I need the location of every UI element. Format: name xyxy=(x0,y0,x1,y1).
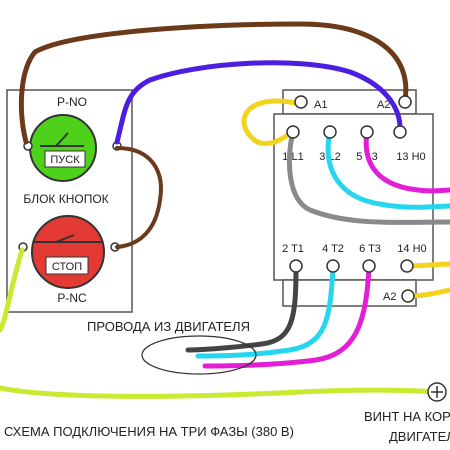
magenta-wire-l3 xyxy=(363,129,450,194)
start-contact-label: P-NO xyxy=(57,95,87,109)
terminal-a2-top xyxy=(398,95,412,109)
terminal-4-t2 xyxy=(326,259,340,273)
terminal-label-14-h0-bottom: 14 H0 xyxy=(397,243,426,255)
start-label-plate xyxy=(44,150,86,168)
yellow-green-ground-wire xyxy=(0,247,25,333)
start-button-label: ПУСК xyxy=(50,154,80,166)
purple-wire xyxy=(114,60,403,145)
cyan-wire-l2 xyxy=(325,129,450,210)
stop-button[interactable] xyxy=(31,215,105,289)
terminal-2-t1 xyxy=(289,259,303,273)
dark-motor-wire xyxy=(185,265,299,353)
start-button[interactable] xyxy=(29,114,97,182)
stop-switch-blade xyxy=(55,234,75,243)
coil-a1-label: A1 xyxy=(314,99,327,111)
terminal-1-l1 xyxy=(286,125,300,139)
yellow-wire-coil xyxy=(241,98,303,146)
brown-wire-top xyxy=(18,21,409,145)
motor-wires-ellipse xyxy=(141,335,257,375)
terminal-5-l3 xyxy=(360,125,374,139)
contactor-bottom-module xyxy=(282,279,417,307)
terminal-label-6-t3: 6 T3 xyxy=(359,243,381,255)
stop-contact-label: P-NC xyxy=(57,291,87,305)
terminal-6-t3 xyxy=(362,259,376,273)
terminal-label-4-t2: 4 T2 xyxy=(322,243,344,255)
terminal-a2-bottom xyxy=(401,289,415,303)
diagram-caption: СХЕМА ПОДКЛЮЧЕНИЯ НА ТРИ ФАЗЫ (380 В) xyxy=(4,424,294,439)
ground-screw-label-line2: ДВИГАТЕЛЯ xyxy=(389,429,450,444)
wires xyxy=(0,21,450,399)
stop-button-label: СТОП xyxy=(52,261,82,273)
motor-wires-label: ПРОВОДА ИЗ ДВИГАТЕЛЯ xyxy=(87,319,250,334)
start-switch-blade xyxy=(55,132,69,147)
stop-label-plate xyxy=(45,256,89,275)
terminal-14-h0 xyxy=(400,259,414,273)
ground-screw-label-line1: ВИНТ НА КОРПУС xyxy=(364,409,450,424)
terminal-label-13-h0-top: 13 H0 xyxy=(396,151,425,163)
terminal-a1 xyxy=(294,95,308,109)
magenta-motor-wire xyxy=(202,265,372,369)
ground-wire-bottom xyxy=(0,385,439,399)
terminal-label-1-l1: 1 L1 xyxy=(282,151,303,163)
terminal-label-2-t1: 2 T1 xyxy=(282,243,304,255)
brown-wire-bridge xyxy=(115,146,163,249)
coil-a2-top-label: A2 xyxy=(377,99,390,111)
terminal-13-h0 xyxy=(393,125,407,139)
gray-wire-l1 xyxy=(286,129,450,225)
terminal-3-l2 xyxy=(323,125,337,139)
button-block-title: БЛОК КНОПОК xyxy=(23,192,108,206)
cyan-motor-wire xyxy=(195,265,336,359)
coil-a2-bottom-label: A2 xyxy=(383,291,396,303)
